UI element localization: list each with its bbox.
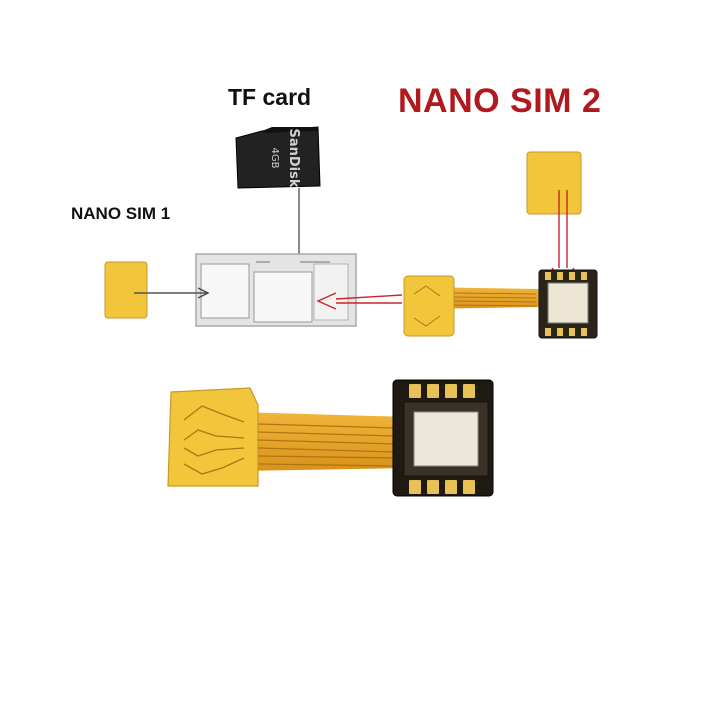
microsd-capacity: 4GB [269,148,280,169]
sim-tray [196,254,356,326]
tf-card-label: TF card [228,84,311,111]
adapter-large [168,380,493,496]
nano-sim-2-card [527,152,581,214]
microsd-card: SanDisk 4GB [236,127,320,188]
microsd-brand: SanDisk [286,128,301,187]
adapter-small [404,270,597,338]
nano-sim-1-card [105,262,147,318]
nano-sim-2-label: NANO SIM 2 [398,82,601,121]
nano-sim-1-label: NANO SIM 1 [71,204,170,224]
